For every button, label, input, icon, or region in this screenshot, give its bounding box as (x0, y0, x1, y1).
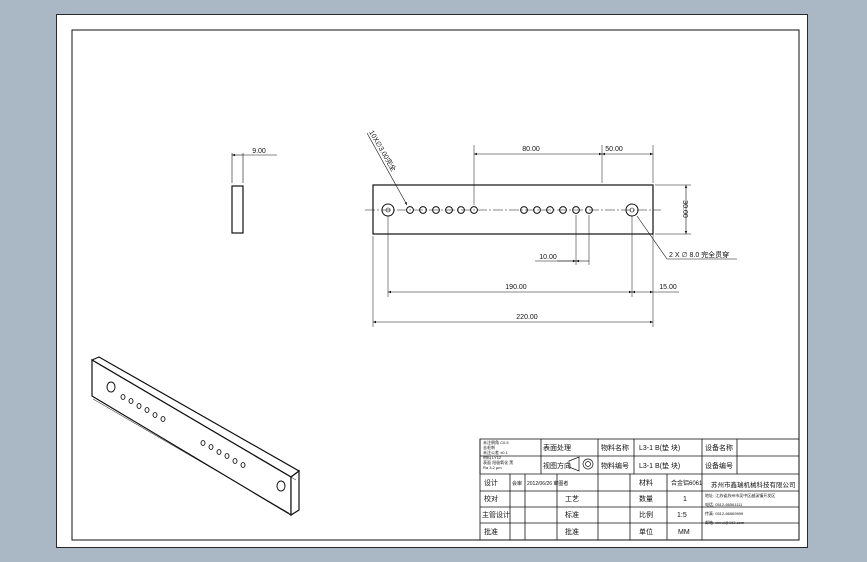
company-name: 苏州市鑫瑞机械科技有限公司 (711, 480, 796, 489)
label-material: 材料 (639, 478, 653, 487)
value-material-name: L3-1 B(垫 块) (639, 443, 680, 452)
front-view: 10X∅3.00完全 80.00 50.00 30.00 10.00 2 X ∅… (365, 129, 737, 327)
svg-text:去毛刺: 去毛刺 (483, 444, 495, 450)
svg-text:表面 阳极氧化 黑: 表面 阳极氧化 黑 (483, 459, 513, 465)
dim-10: 10.00 (539, 254, 557, 261)
drawing-sheet: 9.00 10X∅3.00完全 80.00 50.00 30.00 (56, 14, 808, 548)
company-email: 邮箱: xinrui@163.com (705, 519, 745, 525)
value-date: 2012/06/26 审图者 (527, 480, 568, 487)
engineering-drawing: 9.00 10X∅3.00完全 80.00 50.00 30.00 (71, 29, 800, 541)
label-approve: 批准 (484, 527, 498, 536)
label-standard: 标准 (565, 510, 579, 519)
dim-80: 80.00 (522, 146, 540, 153)
label-check: 校对 (484, 494, 498, 503)
value-material-code: L3-1 B(垫 块) (639, 461, 680, 470)
label-material-name: 物料名称 (601, 443, 629, 452)
value-quantity: 1 (683, 496, 687, 503)
label-supervisor: 主管设计 (482, 510, 510, 519)
value-scale: 1:5 (677, 512, 687, 519)
dim-hole-note: 2 X ∅ 8.0 完全贯穿 (669, 250, 729, 259)
dim-thickness: 9.00 (252, 148, 266, 155)
label-designer: 设计 (484, 478, 498, 487)
dim-190: 190.00 (505, 284, 527, 291)
label-projection: 视图方向 (543, 461, 571, 470)
side-view: 9.00 (231, 148, 277, 234)
svg-text:未注公差 ±0.1: 未注公差 ±0.1 (483, 449, 509, 455)
inner-border (71, 29, 800, 541)
dim-220: 220.00 (516, 314, 538, 321)
dim-30: 30.00 (681, 200, 688, 218)
label-unit: 单位 (639, 527, 653, 536)
label-equipment-name: 设备名称 (705, 443, 733, 452)
value-material: 合金铝6061 (671, 479, 703, 487)
label-approved-by: 批准 (565, 527, 579, 536)
small-holes (406, 206, 593, 214)
svg-text:Ra 3.2 μm: Ra 3.2 μm (483, 465, 502, 470)
title-block-text: 未注倒角 C0.5 去毛刺 未注公差 ±0.1 材料 LY12 表面 阳极氧化 … (482, 439, 796, 536)
label-material-code: 物料编号 (601, 461, 629, 470)
label-review: 会审 (512, 480, 522, 487)
svg-text:未注倒角 C0.5: 未注倒角 C0.5 (483, 439, 509, 445)
company-tel: 电话: 0512-66561111 (705, 501, 743, 507)
bar-outline (372, 184, 654, 235)
label-surface-treatment: 表面处理 (543, 443, 571, 452)
dim-50: 50.00 (605, 146, 623, 153)
label-scale: 比例 (639, 510, 653, 519)
general-notes: 未注倒角 C0.5 去毛刺 未注公差 ±0.1 材料 LY12 表面 阳极氧化 … (483, 439, 513, 470)
label-quantity: 数量 (639, 494, 653, 503)
title-block (479, 438, 800, 541)
isometric-view (90, 356, 301, 517)
dim-hole-callout: 10X∅3.00完全 (367, 129, 398, 173)
label-equipment-code: 设备编号 (705, 461, 733, 470)
label-process: 工艺 (565, 495, 579, 503)
value-unit: MM (678, 529, 690, 536)
svg-text:材料 LY12: 材料 LY12 (483, 454, 502, 460)
dim-15: 15.00 (659, 284, 677, 291)
company-address: 地址: 江苏省苏州市吴中区越溪镇开发区 (705, 492, 775, 498)
company-fax: 传真: 0512-66569999 (705, 510, 744, 516)
